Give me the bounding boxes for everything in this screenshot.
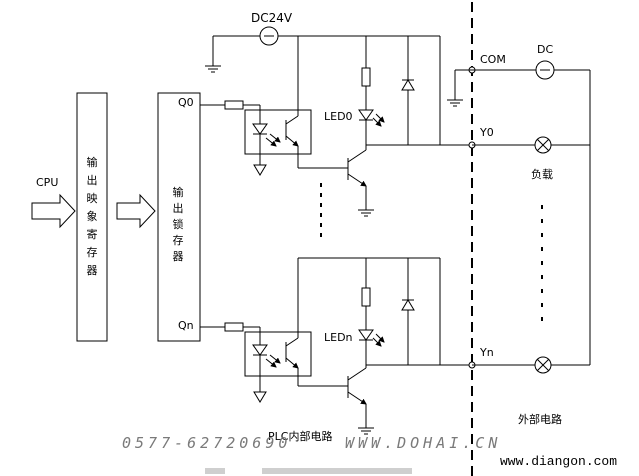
label-plc-internal: PLC内部电路 (268, 429, 332, 443)
output-latch-box (157, 92, 201, 342)
optocoupler-q0 (244, 109, 312, 155)
label-dc: DC (537, 43, 553, 56)
channel-q0 (200, 36, 472, 217)
svg-text:映: 映 (87, 192, 98, 205)
output-image-register-box (76, 92, 108, 342)
label-q0: Q0 (178, 96, 194, 109)
svg-text:器: 器 (87, 264, 98, 277)
label-ledn: LEDn (324, 331, 353, 344)
svg-text:出: 出 (173, 201, 184, 215)
external-circuit (472, 60, 591, 374)
svg-text:锁: 锁 (173, 217, 184, 231)
watermark-phone: 0577-62720690 (122, 434, 291, 452)
label-external: 外部电路 (518, 412, 562, 426)
cpu-arrow (31, 193, 76, 229)
svg-text:存: 存 (87, 245, 98, 259)
channel-ellipsis-right (541, 205, 543, 321)
svg-text:象: 象 (87, 210, 98, 223)
label-qn: Qn (178, 319, 194, 332)
channel-qn (200, 257, 472, 435)
output-latch-label: 输 出 锁 存 器 (173, 185, 184, 263)
svg-text:存: 存 (173, 233, 184, 247)
com-ground (447, 69, 472, 107)
svg-text:出: 出 (87, 173, 98, 187)
label-led0: LED0 (324, 110, 353, 123)
faint-caption (205, 468, 412, 474)
watermark-site-right: www.diangon.com (500, 454, 617, 469)
label-yn: Yn (479, 346, 494, 359)
register-arrow (116, 193, 156, 229)
label-load: 负载 (531, 167, 553, 181)
label-com: COM (480, 53, 506, 66)
dc24v-supply (205, 26, 440, 73)
svg-text:输: 输 (173, 185, 184, 199)
label-y0: Y0 (479, 126, 494, 139)
output-image-register-label: 输 出 映 象 寄 存 器 (87, 155, 98, 277)
label-cpu: CPU (36, 176, 58, 189)
channel-ellipsis-left (320, 183, 322, 237)
watermark-site-left: WWW.DOHAI.CN (345, 434, 501, 452)
optocoupler-qn (244, 331, 312, 377)
svg-text:输: 输 (87, 155, 98, 169)
svg-text:寄: 寄 (87, 227, 98, 241)
svg-text:器: 器 (173, 250, 184, 263)
label-dc24v: DC24V (251, 11, 293, 25)
